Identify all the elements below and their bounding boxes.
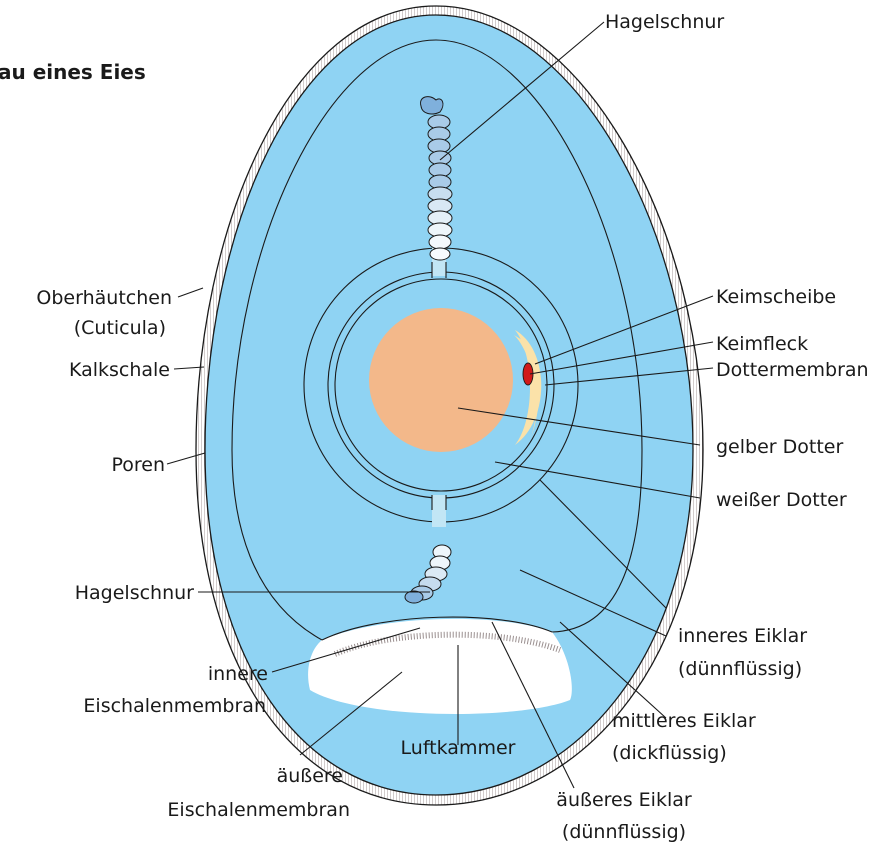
label-aeussere-membran-2: Eischalenmembran bbox=[167, 799, 350, 821]
label-aeusseres-eiklar-1: äußeres Eiklar bbox=[556, 789, 692, 811]
label-poren: Poren bbox=[111, 454, 165, 476]
label-mittleres-eiklar-1: mittleres Eiklar bbox=[612, 710, 756, 732]
label-innere-membran-1: innere bbox=[208, 663, 268, 685]
label-keimscheibe: Keimscheibe bbox=[716, 286, 836, 308]
chalaza-channel-bottom bbox=[432, 495, 446, 527]
label-mittleres-eiklar-2: (dickflüssig) bbox=[612, 742, 727, 764]
label-innere-membran-2: Eischalenmembran bbox=[83, 695, 266, 717]
label-aeusseres-eiklar-2: (dünnflüssig) bbox=[562, 821, 686, 843]
label-aeussere-membran-1: äußere bbox=[277, 765, 343, 787]
label-kalkschale: Kalkschale bbox=[69, 359, 170, 381]
label-keimfleck: Keimfleck bbox=[716, 333, 808, 355]
label-hagelschnur-left: Hagelschnur bbox=[75, 582, 194, 604]
label-dottermembran: Dottermembran bbox=[716, 359, 869, 381]
label-gelber-dotter: gelber Dotter bbox=[716, 436, 843, 458]
label-cuticula: (Cuticula) bbox=[74, 317, 166, 339]
label-hagelschnur-top: Hagelschnur bbox=[605, 11, 724, 33]
air-chamber bbox=[308, 619, 572, 714]
label-inneres-eiklar-1: inneres Eiklar bbox=[678, 625, 807, 647]
yellow-yolk bbox=[369, 308, 513, 452]
label-luftkammer: Luftkammer bbox=[401, 737, 516, 759]
label-weisser-dotter: weißer Dotter bbox=[716, 489, 847, 511]
label-oberhaeutchen: Oberhäutchen bbox=[36, 287, 172, 309]
label-inneres-eiklar-2: (dünnflüssig) bbox=[678, 658, 802, 680]
